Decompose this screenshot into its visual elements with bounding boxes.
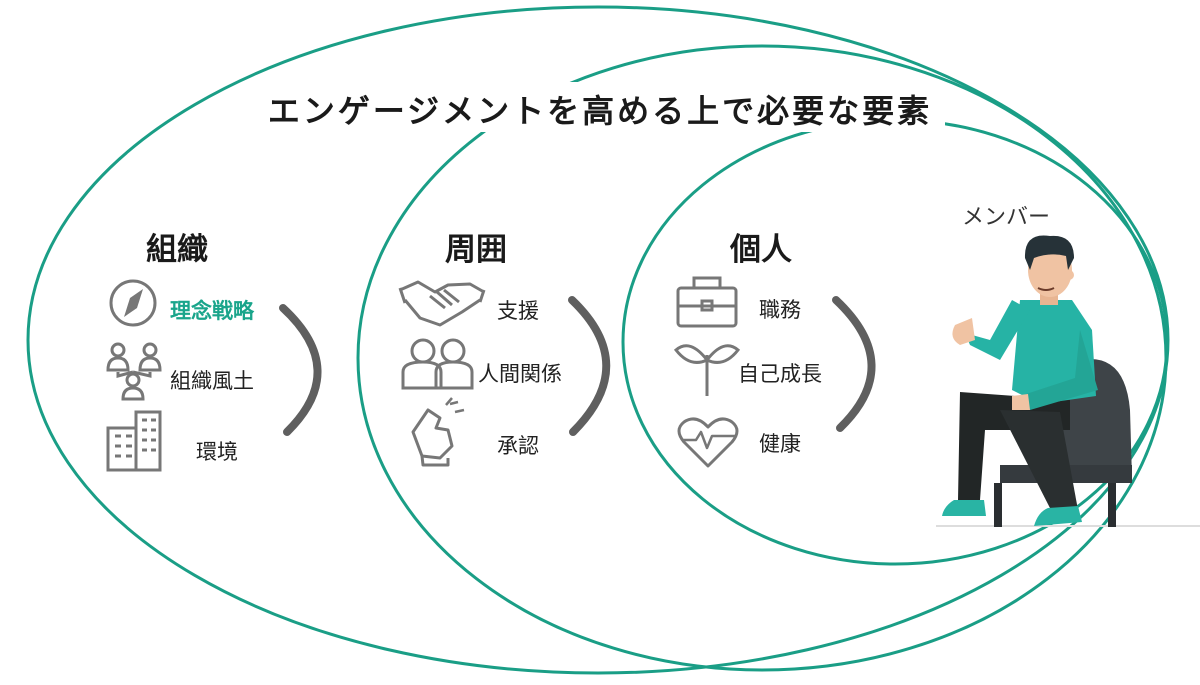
bracket-individual (832, 296, 876, 432)
heart-pulse-icon (677, 417, 739, 468)
member-label: メンバー (962, 205, 1051, 230)
item-philosophy-strategy: 理念戦略 (170, 299, 254, 323)
bracket-organization (279, 304, 322, 436)
bracket-surroundings (568, 296, 611, 436)
item-job-duties: 職務 (759, 298, 801, 322)
title-backing (255, 82, 945, 132)
diagram-title: エンゲージメントを高める上で必要な要素 (267, 92, 933, 130)
item-environment: 環境 (196, 440, 238, 464)
item-relationships: 人間関係 (478, 362, 562, 386)
column-heading-individual: 個人 (730, 232, 792, 268)
briefcase-icon (676, 276, 738, 328)
building-icon (106, 410, 162, 472)
item-self-growth: 自己成長 (738, 362, 822, 386)
org-chart-icon (106, 342, 162, 401)
sprout-icon (673, 344, 741, 396)
column-heading-surroundings: 周囲 (445, 232, 507, 268)
item-support: 支援 (497, 299, 539, 323)
column-heading-organization: 組織 (146, 232, 208, 268)
clapping-icon (411, 397, 465, 467)
handshake-icon (398, 280, 486, 327)
member-illustration (936, 235, 1200, 527)
people-icon (401, 338, 474, 390)
item-org-culture: 組織風土 (170, 369, 254, 393)
item-recognition: 承認 (497, 434, 539, 458)
compass-icon (109, 279, 157, 327)
item-health: 健康 (759, 432, 801, 456)
